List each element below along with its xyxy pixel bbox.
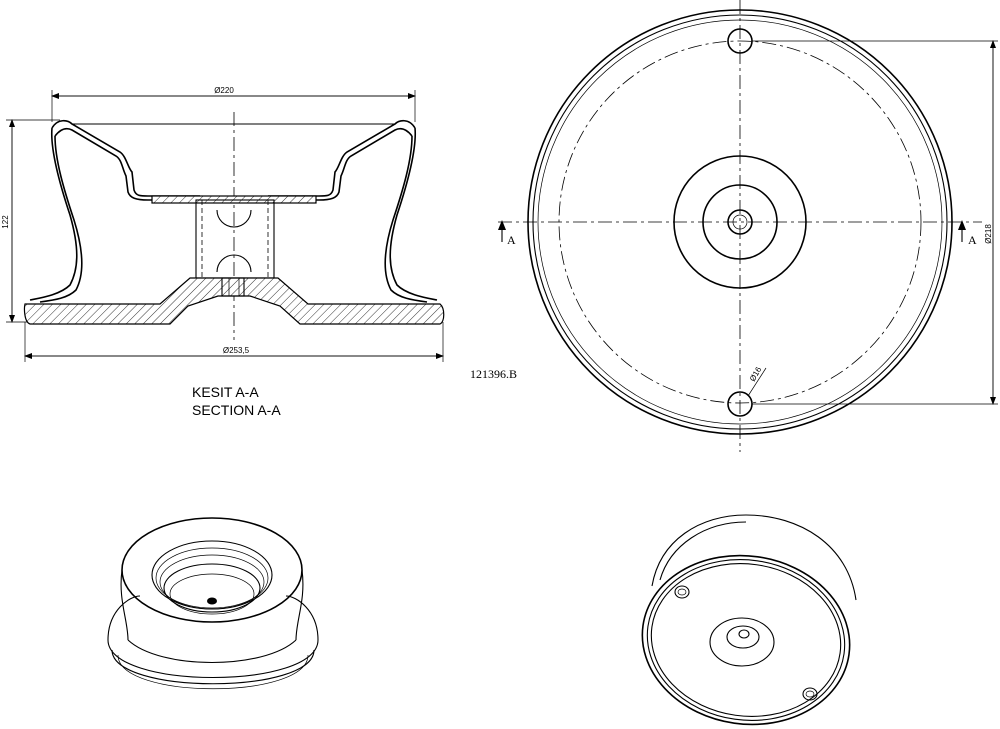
top-diameter-dimension: Ø220 [51, 86, 416, 122]
top-diameter-label: Ø220 [214, 86, 234, 95]
section-letter-right: A [968, 233, 977, 247]
hub-inner-circle [702, 184, 778, 260]
underside-base [641, 554, 851, 726]
isometric-underside-view [641, 514, 857, 726]
underside-hub-outer [709, 617, 775, 667]
height-label: 122 [1, 215, 10, 229]
hole-circle-label: Ø218 [984, 224, 993, 244]
section-letter-left: A [507, 233, 516, 247]
bowl-outer-left [51, 119, 200, 197]
isometric-bowl-view [107, 517, 319, 689]
section-mark-right: A [958, 220, 977, 247]
central-column [195, 199, 275, 279]
bowl-outer-right [268, 119, 416, 197]
top-view: Ø218 Ø16 A A [498, 0, 998, 452]
hole-circle-dimension: Ø218 [752, 40, 998, 405]
drain-hole [207, 597, 217, 605]
section-title-tr: KESIT A-A [192, 384, 259, 400]
bottom-diameter-label: Ø253,5 [223, 346, 250, 355]
bowl-rim [121, 517, 303, 623]
base-section [23, 277, 445, 325]
hole-diameter-label: Ø16 [748, 365, 764, 383]
section-title-en: SECTION A-A [192, 402, 281, 418]
height-dimension: 122 [1, 119, 60, 323]
drawing-code: 121396.B [470, 367, 517, 381]
underside-hole-1 [674, 585, 690, 599]
underside-hole-2 [802, 687, 818, 701]
section-mark-left: A [498, 220, 516, 247]
section-view: Ø220 122 Ø253,5 [1, 86, 445, 362]
bottom-diameter-dimension: Ø253,5 [24, 322, 444, 362]
